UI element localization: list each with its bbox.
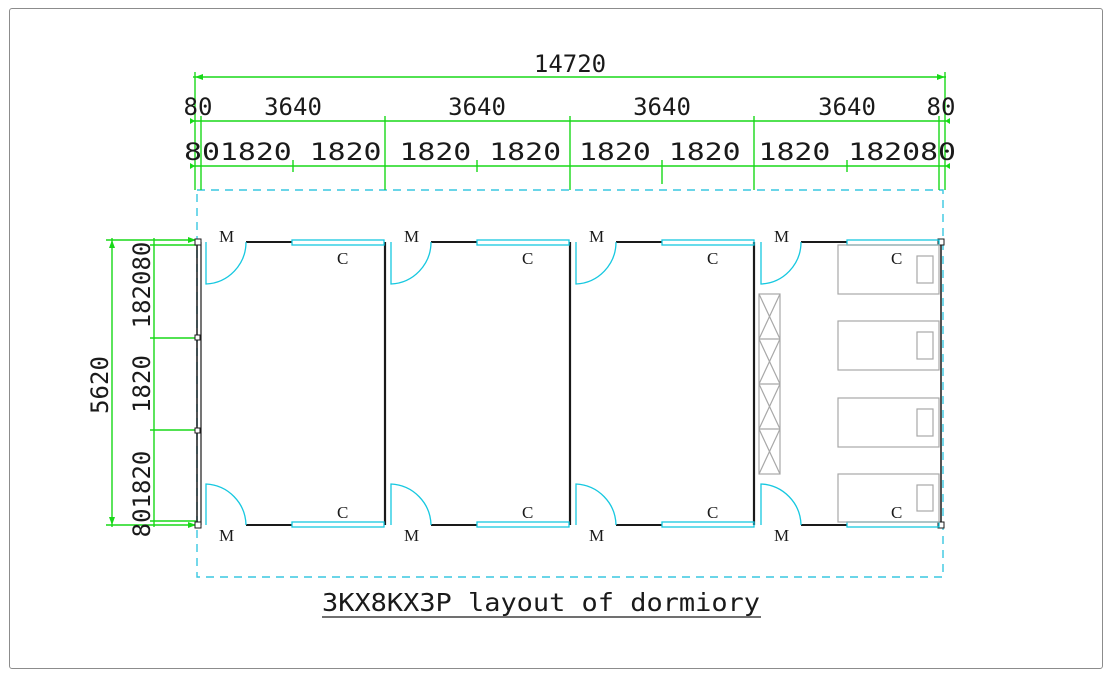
window-label: C [707,503,718,522]
window-label: C [337,249,348,268]
window-label: C [522,503,533,522]
door-label: M [219,526,234,545]
dimension-lines [106,72,946,527]
bay-width-2: 3640 [448,93,506,121]
opening-labels: M M M M M M M M C C C C C C C C [219,227,902,545]
drawing-caption: 3KX8KX3P layout of dormiory [322,588,760,617]
depth-middle-label: 1820 [128,355,156,413]
depth-bottom-label: 801820 [128,451,156,538]
edge-width-right: 80 [927,93,956,121]
door-label: M [589,227,604,246]
walls [196,241,942,526]
doors [205,241,802,526]
dimension-arrows [109,74,950,528]
windows [291,239,940,528]
door-label: M [774,526,789,545]
drawing-frame [9,8,1103,669]
window-label: C [337,503,348,522]
bay-width-3: 3640 [633,93,691,121]
sub-dimension-row: 801820 1820 1820 1820 1820 1820 1820 182… [184,138,956,166]
overall-width-label: 14720 [534,50,606,78]
window-label: C [522,249,533,268]
door-label: M [774,227,789,246]
window-label: C [707,249,718,268]
window-label: C [891,249,902,268]
door-label: M [404,526,419,545]
door-label: M [219,227,234,246]
furniture [758,244,940,523]
overall-depth-label: 5620 [86,356,114,414]
depth-top-label: 182080 [128,242,156,329]
window-label: C [891,503,902,522]
wall-nodes [194,238,945,529]
bay-width-4: 3640 [818,93,876,121]
door-label: M [589,526,604,545]
bed-1 [837,244,940,295]
bay-width-1: 3640 [264,93,322,121]
bed-3 [837,397,940,448]
edge-width-left: 80 [184,93,213,121]
door-label: M [404,227,419,246]
bed-4 [837,473,940,523]
bed-2 [837,320,940,371]
